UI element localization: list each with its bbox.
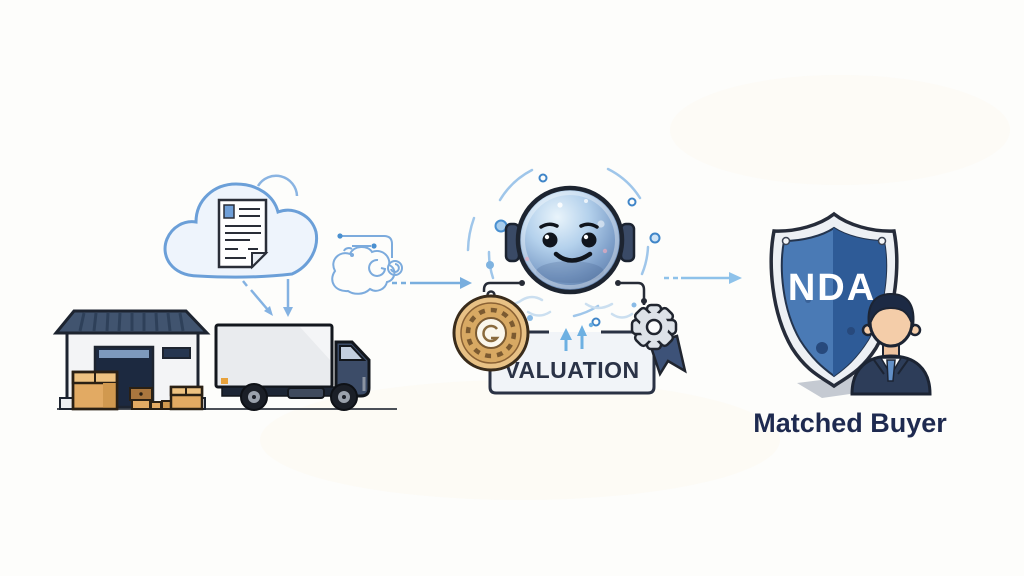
up-arrows-icon: [560, 322, 594, 351]
seller-assets-stage: [52, 309, 397, 411]
nda-label: NDA: [788, 267, 876, 309]
coin-medal-icon: [452, 290, 530, 372]
box-truck-icon: [214, 323, 371, 411]
valuation-label: VALUATION: [504, 357, 639, 383]
ai-bot-icon: [504, 185, 636, 295]
document-icon: [217, 198, 269, 270]
truck-wheel: [240, 383, 268, 411]
flow-arrow-2: [664, 272, 742, 284]
nda-match-stage: NDA Matched Buyer: [753, 211, 947, 438]
ai-valuation-stage: VALUATION: [452, 167, 687, 395]
shield-rivet: [781, 236, 791, 246]
cardboard-boxes-icon: [71, 370, 204, 411]
bot-sparkle-decor: [466, 167, 661, 327]
buyer-tie: [886, 359, 896, 382]
gear-icon: [630, 303, 678, 351]
flow-arrow-1: [392, 277, 472, 289]
bot-connectors: [482, 280, 647, 305]
matched-buyer-caption: Matched Buyer: [753, 408, 947, 438]
shield-icon: NDA: [769, 211, 899, 389]
buyer-hair: [867, 292, 915, 328]
shield-rivet: [877, 236, 887, 246]
businessman-icon: [850, 292, 932, 396]
upload-arrows-icon: [242, 279, 293, 317]
warehouse-window: [162, 347, 191, 359]
bot-face: [539, 222, 599, 263]
valuation-box: VALUATION: [488, 322, 656, 395]
truck-wheel: [330, 383, 358, 411]
circuit-cloud-icon: [331, 233, 403, 295]
document-upload-stage: [163, 174, 403, 317]
gear-ribbon-award-icon: [630, 303, 687, 377]
